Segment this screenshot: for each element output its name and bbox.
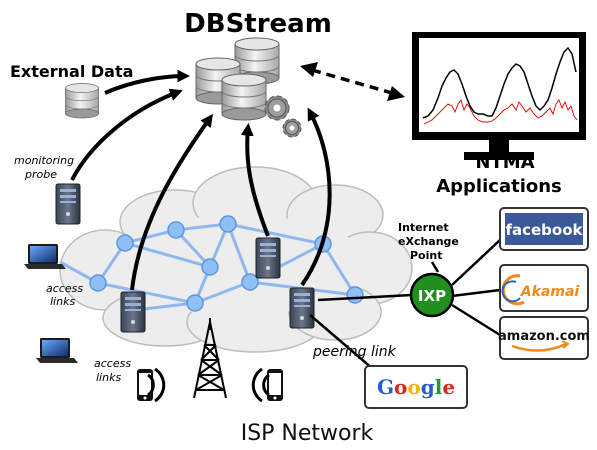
svg-text:amazon.com: amazon.com bbox=[498, 329, 590, 344]
isp-network-label: ISP Network bbox=[241, 421, 374, 446]
amazon-logo: amazon.com bbox=[498, 316, 590, 360]
svg-text:facebook: facebook bbox=[505, 221, 583, 239]
network-node bbox=[167, 221, 185, 239]
server-icon bbox=[120, 291, 146, 333]
diagram-title: DBStream bbox=[184, 9, 332, 39]
data-flow-arrows bbox=[70, 69, 332, 291]
gears-icon bbox=[264, 95, 302, 138]
network-node bbox=[201, 258, 219, 276]
dbstream-ntma-arrow bbox=[300, 62, 405, 101]
traffic-chart bbox=[422, 46, 578, 125]
monitoring-probe-server-icon bbox=[55, 183, 81, 225]
monitoring-probe-label-line2: probe bbox=[24, 168, 57, 181]
akamai-logo: Akamai bbox=[499, 264, 589, 312]
network-node bbox=[346, 286, 364, 304]
ntma-label-line2: Applications bbox=[436, 176, 562, 197]
antenna-tower-icon bbox=[193, 318, 227, 399]
google-logo: Google bbox=[364, 365, 468, 409]
access-links-label-line2: links bbox=[96, 371, 121, 384]
ixp-links bbox=[317, 239, 501, 337]
access-links-label: access bbox=[46, 282, 83, 295]
external-database-icon bbox=[65, 83, 99, 119]
external-data-label: External Data bbox=[10, 62, 133, 81]
ixp-caption-line1: Internet bbox=[398, 221, 449, 234]
network-node bbox=[89, 274, 107, 292]
access-links-label: access bbox=[94, 357, 131, 370]
laptop-icon bbox=[24, 244, 66, 269]
svg-text:Akamai: Akamai bbox=[520, 284, 580, 300]
network-node bbox=[241, 273, 259, 291]
network-node bbox=[186, 294, 204, 312]
ixp-caption-line3: Point bbox=[410, 249, 442, 262]
monitor-icon bbox=[412, 32, 586, 160]
ixp-label: IXP bbox=[418, 287, 446, 305]
network-node bbox=[116, 234, 134, 252]
ntma-label-line1: NTMA bbox=[475, 152, 534, 173]
server-icon bbox=[255, 237, 281, 279]
server-icon bbox=[289, 287, 315, 329]
network-node bbox=[219, 215, 237, 233]
ixp-caption-line2: eXchange bbox=[398, 235, 459, 248]
peering-link-label: peering link bbox=[312, 344, 397, 360]
svg-text:Google: Google bbox=[377, 375, 455, 399]
facebook-logo: facebook bbox=[499, 207, 589, 251]
smartphone-icon bbox=[267, 369, 283, 401]
access-links-label-line2: links bbox=[50, 295, 75, 308]
smartphone-icon bbox=[137, 369, 153, 401]
wireless-waves-icon bbox=[251, 367, 271, 403]
monitoring-probe-label: monitoring bbox=[14, 154, 74, 167]
ixp-badge: IXP bbox=[409, 272, 455, 318]
laptop-icon bbox=[36, 338, 78, 363]
peering-link-line bbox=[309, 314, 381, 376]
